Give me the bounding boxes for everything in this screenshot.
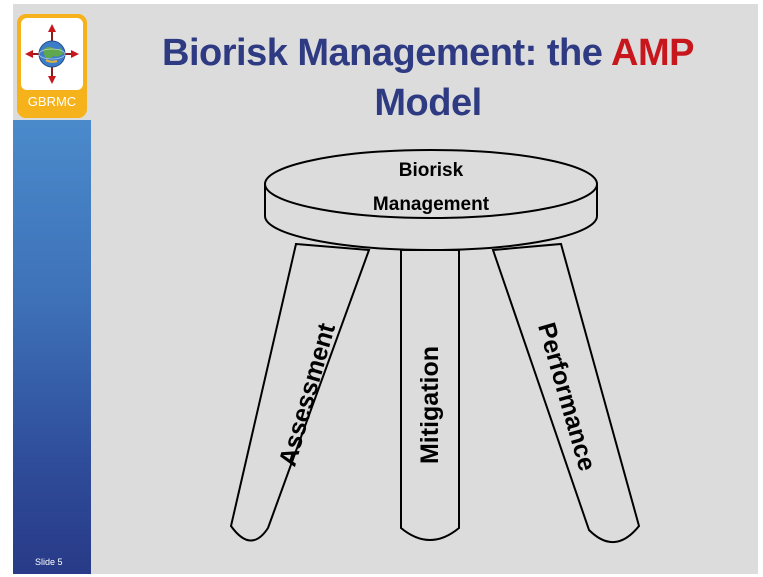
- sidebar-gradient-bar: [13, 120, 91, 574]
- slide-number: Slide 5: [35, 557, 63, 567]
- gbrmc-logo: GBRMC: [17, 14, 87, 118]
- stool-seat: [264, 149, 598, 251]
- logo-badge: [21, 18, 83, 90]
- leg-mitigation: [400, 249, 460, 541]
- slide: GBRMC Slide 5 Biorisk Management: the AM…: [13, 4, 758, 574]
- seat-label-line1: Biorisk: [399, 160, 464, 181]
- compass-globe-icon: [25, 24, 79, 84]
- title-accent: AMP: [611, 32, 694, 74]
- title-text-line2: Model: [374, 82, 482, 124]
- slide-title: Biorisk Management: the AMP Model: [108, 28, 748, 128]
- leg-assessment: [229, 242, 371, 542]
- leg-performance: [491, 242, 641, 544]
- logo-text: GBRMC: [27, 94, 77, 109]
- stool-diagram: .ln { fill: #dcdcdc; stroke: #000; strok…: [229, 149, 641, 544]
- sidebar: GBRMC Slide 5: [13, 4, 91, 574]
- seat-label-line2: Management: [373, 194, 490, 215]
- leg-label-mitigation: Mitigation: [416, 346, 444, 464]
- title-text: Biorisk Management: the: [162, 32, 612, 74]
